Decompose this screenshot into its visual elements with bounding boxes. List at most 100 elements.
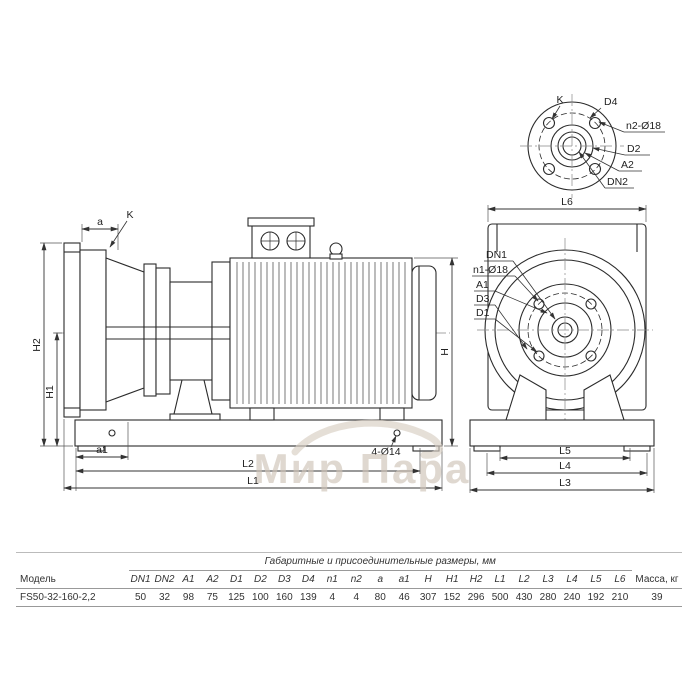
dim-value: 80 (368, 588, 393, 607)
dim-a1-label: a1 (96, 444, 108, 456)
lifting-eye (329, 242, 343, 256)
dim-value: 500 (488, 588, 513, 607)
watermark-swoosh (291, 419, 443, 459)
flange-k-label: K (556, 94, 563, 106)
dim-value: 125 (224, 588, 249, 607)
front-view-labels: L6 DN1 n1-Ø18 A1 D3 D1 L5 L4 L3 (473, 196, 573, 489)
motor-foot-rear (379, 407, 405, 421)
dim-value: 98 (176, 588, 201, 607)
casing-rear-flange (143, 263, 157, 397)
dim-l3-label: L3 (559, 477, 571, 489)
dim-header: D4 (296, 570, 321, 589)
dim-header: DN1 (128, 570, 153, 589)
dim-l5-label: L5 (559, 445, 571, 457)
dim-l2-label: L2 (242, 458, 254, 470)
flange-n2-label: n2-Ø18 (626, 120, 661, 132)
dim-value: 307 (416, 588, 441, 607)
dim-a-label: a (97, 216, 103, 228)
dimensions-table: Модель Габаритные и присоединительные ра… (16, 552, 682, 607)
mass-column-header: Масса, кг (631, 552, 682, 589)
dim-header: L1 (488, 570, 513, 589)
dim-value: 152 (440, 588, 465, 607)
dim-header: L5 (583, 570, 608, 589)
flange-hole-3 (542, 162, 556, 176)
dim-header: A1 (176, 570, 201, 589)
dim-value: 430 (512, 588, 537, 607)
dim-header: n2 (344, 570, 369, 589)
bearing-bracket (169, 281, 213, 381)
flange-a2-label: A2 (621, 159, 634, 171)
dim-header: D1 (224, 570, 249, 589)
dim-k-label: K (126, 209, 133, 221)
front-view (469, 223, 655, 452)
dim-value: 240 (559, 588, 584, 607)
mass-value: 39 (631, 588, 682, 607)
dim-value: 192 (583, 588, 608, 607)
model-column-header: Модель (16, 552, 129, 589)
dim-value: 50 (128, 588, 153, 607)
dim-value: 210 (607, 588, 632, 607)
bolt-hole-3 (533, 350, 545, 362)
dim-header: L2 (512, 570, 537, 589)
dim-h-label: H (439, 348, 451, 356)
dim-l1-label: L1 (247, 475, 259, 487)
dim-header: H1 (440, 570, 465, 589)
motor-foot-front (249, 407, 275, 421)
table-row: FS50-32-160-2,2 50 32 98 75 125 100 160 … (16, 588, 682, 607)
dim-header: L3 (536, 570, 560, 589)
watermark-text: Мир Пара (254, 445, 471, 492)
dim-header: L6 (607, 570, 632, 589)
front-baseplate (469, 419, 655, 447)
dim-value: 75 (200, 588, 225, 607)
dim-h2-label: H2 (31, 338, 43, 352)
model-name: FS50-32-160-2,2 (16, 588, 129, 607)
dim-l6-label: L6 (561, 196, 573, 208)
d1-label: D1 (476, 307, 490, 319)
dim-value: 139 (296, 588, 321, 607)
flange-detail-dimensions (551, 105, 665, 189)
motor-fan-cover (411, 265, 437, 401)
flange-detail-view (520, 94, 624, 198)
bracket-foot (173, 379, 213, 415)
flange-hole-2 (542, 116, 556, 130)
base-hole-left (108, 429, 116, 437)
bolt-hole-1 (585, 298, 597, 310)
side-view (54, 217, 450, 452)
suction-flange (63, 242, 81, 418)
n1-holes-label: n1-Ø18 (473, 264, 508, 276)
drawing-canvas: a K H2 H1 a1 L2 L1 H 4-Ø14 (31, 94, 665, 493)
dim-header: n1 (320, 570, 345, 589)
baseplate-foot-left (77, 445, 105, 452)
dim-header: DN2 (152, 570, 177, 589)
dim-header: a (368, 570, 393, 589)
dim-header: A2 (200, 570, 225, 589)
motor-fins (234, 262, 408, 404)
lantern-plate (155, 267, 171, 395)
dim-header: a1 (392, 570, 417, 589)
flange-dn2-label: DN2 (607, 176, 628, 188)
bolt-hole-4 (585, 350, 597, 362)
dim-header: H2 (464, 570, 489, 589)
dim-value: 46 (392, 588, 417, 607)
dimension-header-row: DN1 DN2 A1 A2 D1 D2 D3 D4 n1 n2 a a1 H H… (16, 570, 682, 589)
casing-front (79, 249, 107, 411)
dim-header: D2 (248, 570, 273, 589)
watermark: Мир Пара (254, 419, 471, 492)
dim-value: 4 (320, 588, 345, 607)
dim-h1-label: H1 (44, 385, 56, 399)
flange-d2-label: D2 (627, 143, 641, 155)
side-view-labels: a K H2 H1 a1 L2 L1 H 4-Ø14 (31, 209, 451, 487)
volute-taper (105, 257, 145, 403)
side-view-dimensions (40, 220, 458, 491)
terminal-box-lid (247, 217, 315, 227)
dim-value: 4 (344, 588, 369, 607)
dim-l4-label: L4 (559, 460, 571, 472)
motor-flange-plate (211, 261, 231, 401)
base-holes-label: 4-Ø14 (371, 446, 400, 458)
dim-header: H (416, 570, 441, 589)
pump-technical-drawing: a K H2 H1 a1 L2 L1 H 4-Ø14 (31, 94, 665, 493)
dim-value: 32 (152, 588, 177, 607)
front-view-dimensions (469, 205, 655, 493)
dim-header: D3 (272, 570, 297, 589)
table-title: Габаритные и присоединительные размеры, … (128, 552, 632, 571)
